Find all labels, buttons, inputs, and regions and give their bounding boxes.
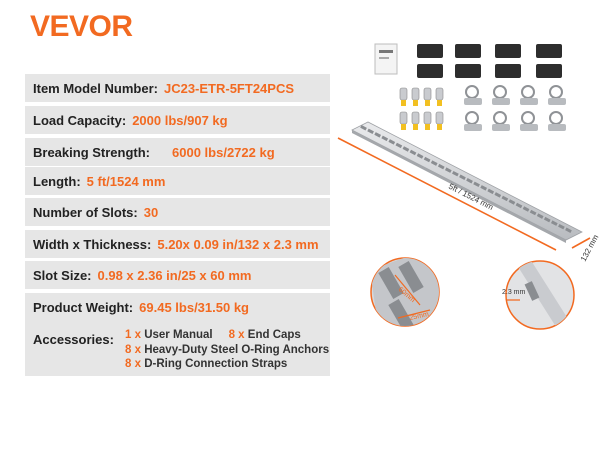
rail-slot [381,135,389,142]
rail-slot [529,209,537,216]
accessory-qty: 8 x [228,329,245,341]
rail-slot [437,163,445,170]
rail-slot [494,192,502,198]
spec-value: JC23-ETR-5FT24PCS [163,80,295,96]
accessories-list: 1 x User Manual 8 x End Caps 8 x Heavy-D… [125,328,329,372]
spec-length: Length: 5 ft/1524 mm [25,167,330,195]
spec-label: Length: [33,173,81,189]
spec-accessories: Accessories: 1 x User Manual 8 x End Cap… [25,320,330,376]
rail-slot [374,132,382,138]
spec-value: 5 ft/1524 mm [86,173,166,189]
rail-slot [550,220,558,226]
spec-label: Load Capacity: [33,112,127,128]
rail-slot [395,142,403,149]
spec-value: 2000 lbs/907 kg [132,112,228,128]
rail-slot [480,185,488,191]
width-dimension-text: 132 mm [579,233,600,263]
rail-slot [452,170,459,177]
rail-slot [416,153,424,159]
o-ring-anchor-icon [465,85,563,125]
rail-slot [423,156,431,163]
rail-slot [565,227,572,233]
rail-slot [360,125,367,131]
rail-slot [522,206,530,212]
rail-slot [487,188,495,195]
spec-model-number: Item Model Number: JC23-ETR-5FT24PCS [25,74,330,102]
accessory-line: 8 x D-Ring Connection Straps [125,357,329,372]
spec-value: 5.20x 0.09 in/132 x 2.3 mm [157,236,319,252]
thickness-text: 2.3 mm [502,289,526,296]
accessories-label: Accessories: [33,332,114,347]
spec-breaking-strength: Breaking Strength: 6000 lbs/2722 kg [25,138,330,166]
spec-label: Width x Thickness: [33,236,152,252]
e-track-rail [351,121,583,243]
slot-detail-zoom [370,257,440,327]
rail-slot [367,128,374,135]
rail-slot [388,139,396,145]
spec-width-thickness: Width x Thickness: 5.20x 0.09 in/132 x 2… [25,230,330,258]
accessory-line: 1 x User Manual 8 x End Caps [125,328,329,343]
spec-value: 0.98 x 2.36 in/25 x 60 mm [97,267,252,283]
thickness-detail-zoom [505,260,575,330]
d-ring-strap-icon [399,87,444,130]
accessory-name: D-Ring Connection Straps [144,358,288,370]
accessory-qty: 8 x [125,343,141,356]
spec-label: Item Model Number: [33,80,158,96]
rail-slot [473,181,480,188]
spec-value: 69.45 lbs/31.50 kg [139,299,249,315]
rail-slot [501,195,509,202]
brand-logo: VEVOR [30,10,133,43]
length-dimension-text: 5ft / 1524 mm [447,182,495,212]
spec-value: 6000 lbs/2722 kg [172,144,275,160]
spec-value: 30 [143,204,159,220]
accessory-name: User Manual [144,329,213,341]
rail-slot [409,149,417,156]
rail-slot [558,223,565,230]
rail-slot [543,216,551,223]
spec-label: Slot Size: [33,267,92,283]
user-manual-icon [374,43,398,75]
spec-slot-size: Slot Size: 0.98 x 2.36 in/25 x 60 mm [25,261,330,289]
rail-slot [466,178,473,184]
spec-load-capacity: Load Capacity: 2000 lbs/907 kg [25,106,330,134]
rail-slot [536,213,544,219]
spec-label: Product Weight: [33,299,134,315]
length-dimension-line [337,137,557,251]
rail-slot [430,160,438,166]
accessory-qty: 1 x [125,329,141,341]
end-caps-icon [417,44,562,78]
width-dimension-line [571,237,591,249]
rail-slot [402,146,410,152]
accessory-line: 8 x Heavy-Duty Steel O-Ring Anchors [125,343,329,358]
spec-label: Breaking Strength: [33,144,151,160]
spec-product-weight: Product Weight: 69.45 lbs/31.50 kg [25,293,330,321]
rail-slot [459,174,466,180]
accessory-name: Heavy-Duty Steel O-Ring Anchors [144,343,330,356]
rail-slot [444,167,452,173]
accessory-qty: 8 x [125,358,141,370]
rail-slot [508,199,516,205]
rail-slot [515,202,523,209]
slot-width-text: 25mm [409,311,430,322]
slot-height-text: 60mm [397,286,417,304]
spec-number-of-slots: Number of Slots: 30 [25,198,330,226]
accessory-name: End Caps [247,329,301,341]
spec-label: Number of Slots: [33,204,138,220]
